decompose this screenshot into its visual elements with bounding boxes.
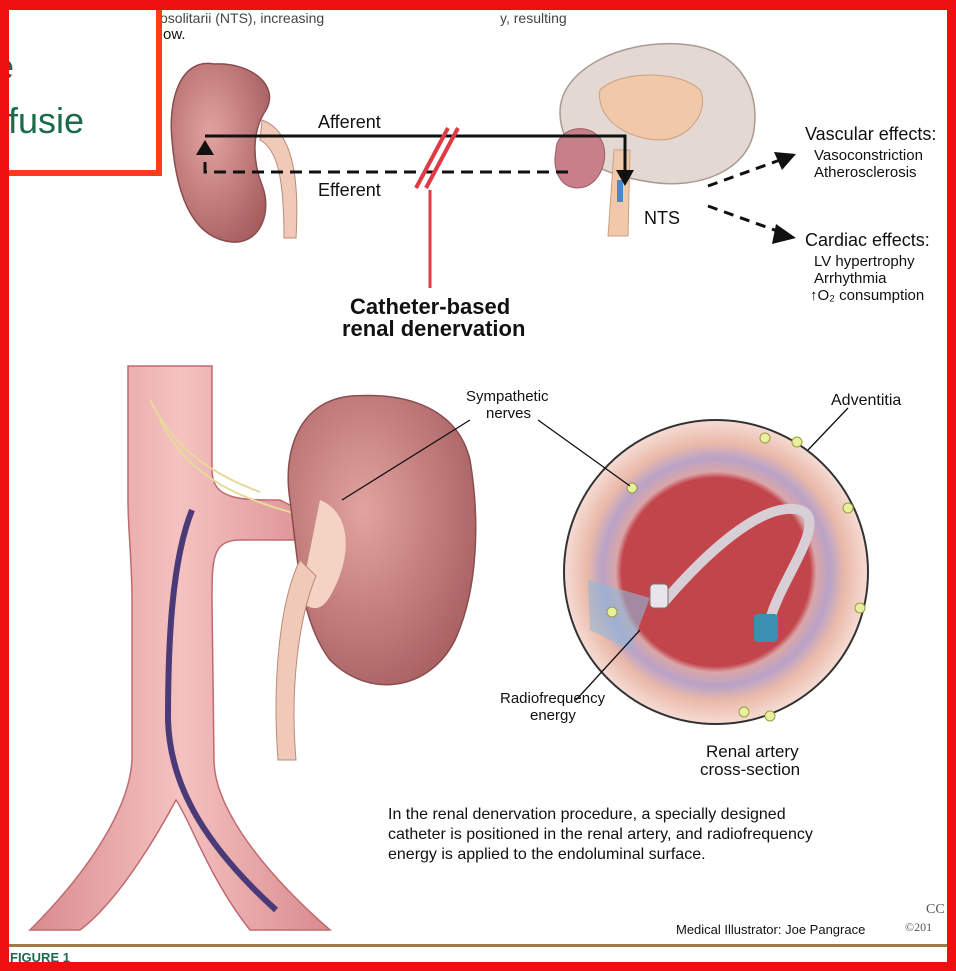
red-frame: [0, 0, 956, 971]
